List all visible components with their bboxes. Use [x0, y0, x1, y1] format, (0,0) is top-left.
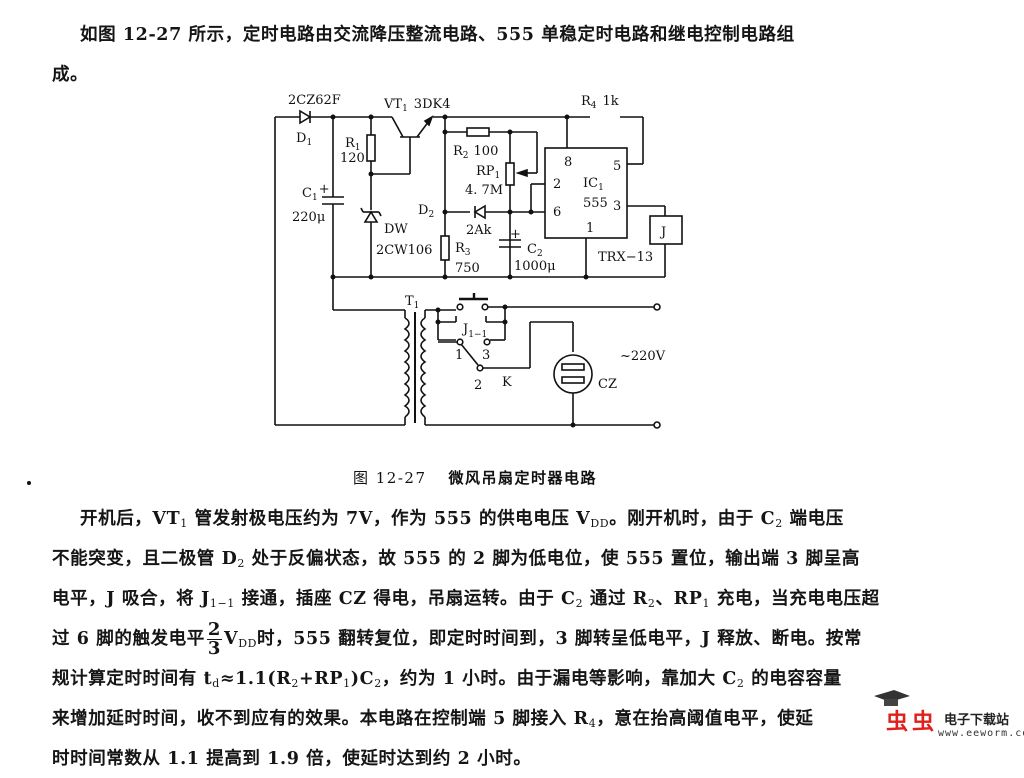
push-button [459, 293, 488, 301]
label-r1: R1 [345, 136, 361, 153]
label-pin6: 6 [553, 205, 561, 220]
label-pin3: 3 [613, 199, 621, 214]
label-dw: DW [384, 222, 408, 237]
label-d1-part: 2CZ62F [288, 93, 341, 108]
label-c2-value: 1000μ [514, 259, 556, 274]
switch-k-blade [460, 343, 479, 366]
label-r3: R3 [455, 241, 471, 258]
watermark-url: www.eeworm.com [938, 728, 1024, 739]
relay-j [649, 215, 683, 245]
label-r3-value: 750 [455, 261, 480, 276]
label-c2: C2 [527, 242, 543, 259]
label-ic1-part: 555 [583, 196, 608, 211]
label-cz: CZ [598, 377, 617, 392]
watermark-logo: 虫虫 [886, 710, 939, 735]
figure-number: 图 12-27 [353, 469, 427, 487]
junction-dots [330, 114, 589, 428]
label-rp1-value: 4. 7M [465, 183, 503, 198]
label-pin1: 1 [586, 221, 594, 236]
capacitor-c1 [322, 196, 344, 205]
body-line-5: 规计算定时时间有 td≈1.1(R2+RP1)C2，约为 1 小时。由于漏电等影… [52, 669, 842, 690]
body-line-6: 来增加延时时间，收不到应有的效果。本电路在控制端 5 脚接入 R4，意在抬高阈值… [52, 709, 814, 730]
label-c1: C1+ [302, 182, 330, 203]
label-c1-value: 220μ [292, 210, 325, 225]
figure-title: 微风吊扇定时器电路 [448, 469, 598, 487]
resistor-r2 [466, 127, 490, 137]
intro-line-1: 如图 12-27 所示，定时电路由交流降压整流电路、555 单稳定时电路和继电控… [80, 25, 795, 45]
transformer-t1 [275, 310, 427, 426]
figure-caption: 图 12-27 微风吊扇定时器电路 [353, 467, 597, 488]
label-d1: D1 [296, 131, 312, 148]
ic1-555-box [544, 147, 628, 239]
terminal-top [653, 303, 661, 311]
body-line-2: 不能突变，且二极管 D2 处于反偏状态，故 555 的 2 脚为低电位，使 55… [52, 549, 860, 570]
label-relay-j: J [659, 225, 666, 240]
label-sw1: 1 [455, 348, 463, 363]
socket-cz [553, 354, 593, 394]
contact-1 [456, 338, 464, 346]
body-line-1: 开机后，VT1 管发射极电压约为 7V，作为 555 的供电电压 VDD。刚开机… [80, 509, 844, 530]
label-d2: D2 [418, 203, 434, 220]
label-rp1: RP1 [476, 164, 500, 181]
resistor-r3 [440, 235, 450, 261]
contact-3 [483, 338, 491, 346]
body-line-7: 时时间常数从 1.1 提高到 1.9 倍，使延时达到约 2 小时。 [52, 749, 532, 769]
zener-dw [360, 207, 382, 223]
contact [481, 303, 489, 311]
label-d2-part: 2Ak [466, 223, 492, 238]
potentiometer-rp1 [505, 162, 515, 186]
diode-d2 [473, 204, 486, 220]
label-t1: T1 [405, 294, 419, 311]
label-k: K [502, 375, 512, 390]
intro-line-2: 成。 [52, 65, 89, 85]
contact [456, 303, 464, 311]
stray-dot [27, 481, 31, 485]
terminal-bottom [653, 421, 661, 429]
label-j11: J1−1 [461, 322, 487, 340]
transistor-vt1 [391, 115, 434, 138]
label-dw-part: 2CW106 [376, 243, 432, 258]
label-sw3: 3 [482, 348, 490, 363]
label-pin5: 5 [613, 159, 621, 174]
diode-d1 [299, 109, 312, 125]
label-relay-part: TRX−13 [598, 250, 653, 265]
label-ac-220v: ~220V [620, 349, 666, 364]
label-c2-plus: + [510, 227, 521, 242]
resistor-r1 [366, 134, 376, 162]
body-line-3: 电平，J 吸合，将 J1−1 接通，插座 CZ 得电，吊扇运转。由于 C2 通过… [52, 589, 880, 610]
label-pin2: 2 [553, 177, 561, 192]
label-sw2: 2 [474, 378, 482, 393]
watermark: 虫虫 电子下载站 www.eeworm.com [874, 690, 1024, 741]
label-ic1: IC1 [583, 176, 604, 193]
graduation-cap-icon [874, 690, 910, 706]
watermark-site-name: 电子下载站 [944, 713, 1010, 728]
capacitor-c2 [499, 239, 521, 248]
contact-2 [476, 364, 484, 372]
label-r1-value: 120 [340, 151, 365, 166]
label-pin8: 8 [564, 155, 572, 170]
